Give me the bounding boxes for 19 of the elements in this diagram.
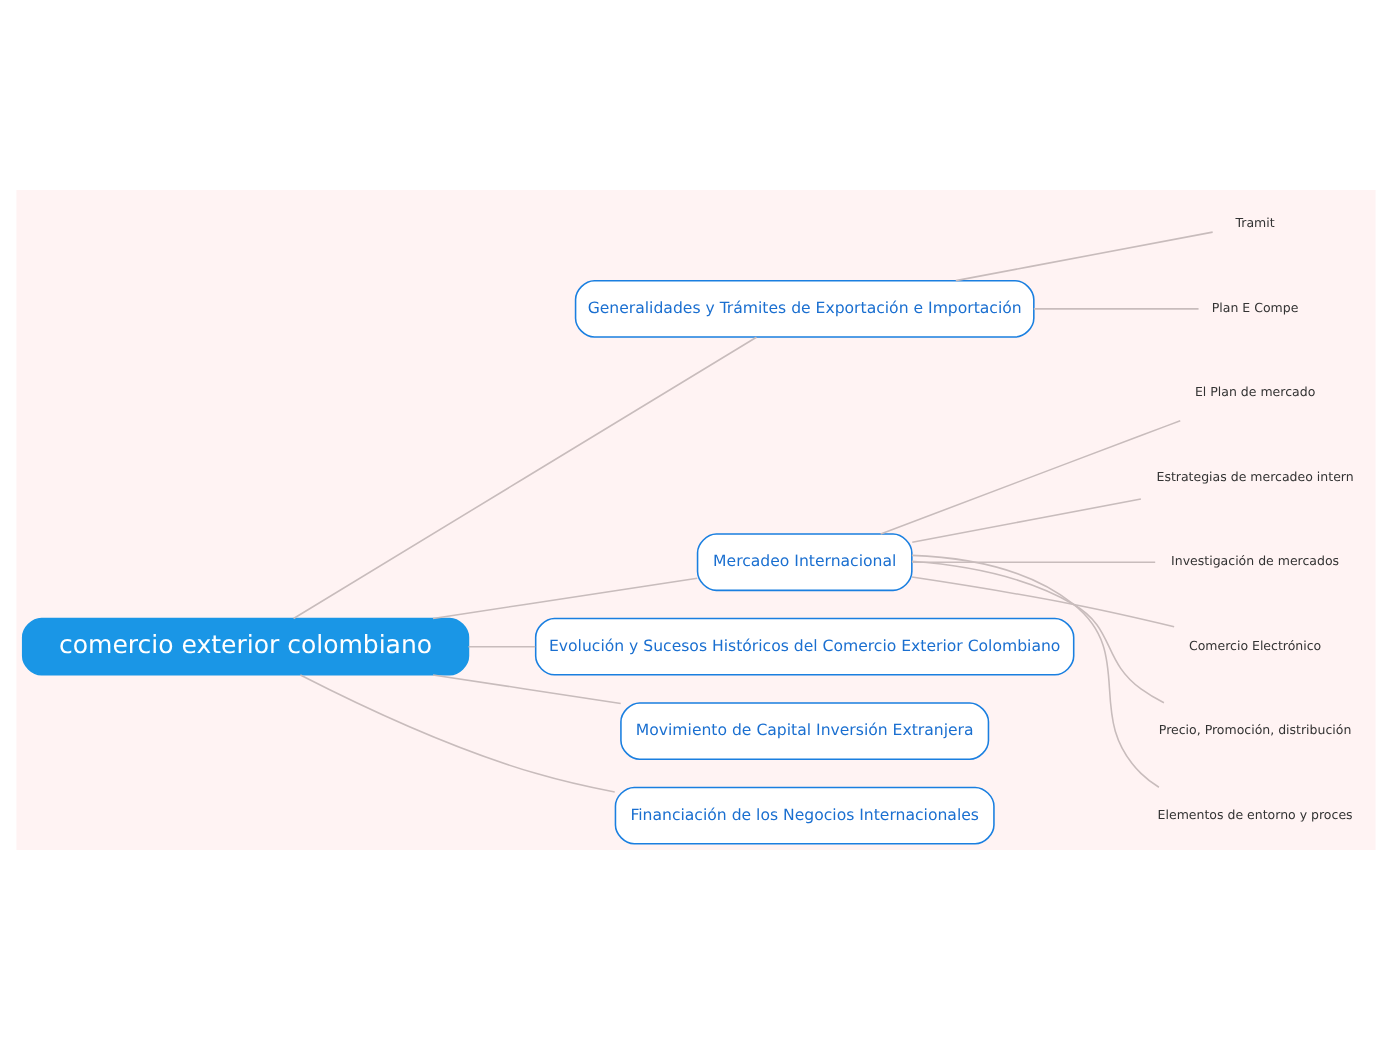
connector — [911, 576, 1175, 628]
connector — [911, 498, 1142, 543]
connector — [911, 560, 1165, 704]
node-box: Movimiento de Capital Inversión Extranjera — [620, 702, 990, 761]
connector — [1033, 308, 1200, 310]
connector — [467, 645, 536, 648]
connector — [955, 231, 1214, 282]
connector — [432, 577, 699, 620]
connector — [432, 674, 622, 705]
connector — [911, 554, 1160, 789]
connector — [879, 420, 1182, 535]
connector — [911, 561, 1156, 563]
node-box: Mercadeo Internacional — [696, 533, 913, 592]
connector — [299, 674, 616, 793]
node-box: Evolución y Sucesos Históricos del Comercio Exterior Colombiano — [534, 617, 1075, 676]
node-box: Financiación de los Negocios Internacionales — [614, 786, 995, 845]
node-box: comercio exterior colombiano — [21, 617, 470, 676]
connector — [292, 336, 758, 620]
node-box: Generalidades y Trámites de Exportación e Importación — [574, 279, 1035, 338]
